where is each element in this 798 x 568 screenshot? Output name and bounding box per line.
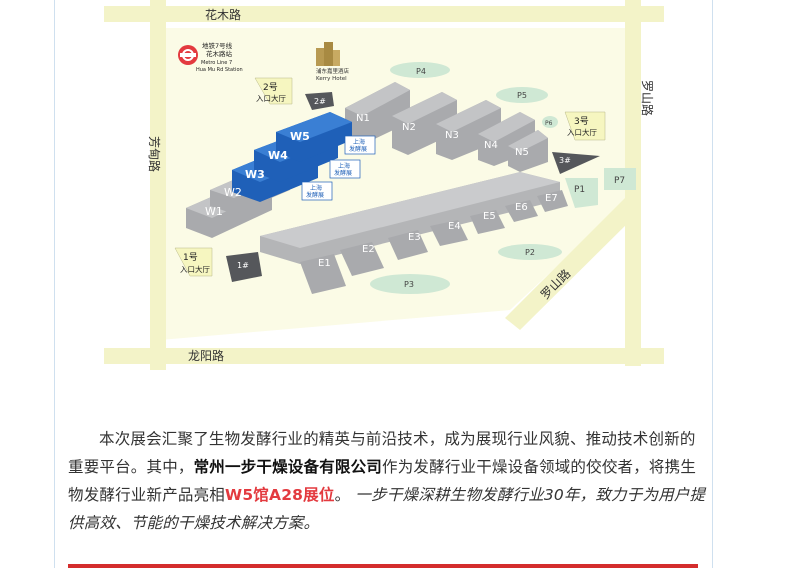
hall-w3: W3 xyxy=(245,168,265,181)
svg-text:上海: 上海 xyxy=(353,138,365,146)
parking-p4: P4 xyxy=(416,67,426,76)
road-label-west: 芳甸路 xyxy=(147,136,162,172)
hall-e3: E3 xyxy=(408,232,421,243)
svg-text:发酵展: 发酵展 xyxy=(306,191,324,199)
company-name: 常州一步干燥设备有限公司 xyxy=(193,458,383,476)
road-label-south: 龙阳路 xyxy=(188,348,224,363)
svg-text:发酵展: 发酵展 xyxy=(334,169,352,177)
entrance-2-badge: 2# xyxy=(314,97,326,106)
entrance-3-number: 3号 xyxy=(574,116,589,127)
hall-e7: E7 xyxy=(545,193,558,204)
hall-e1: E1 xyxy=(318,258,331,269)
road-label-north: 花木路 xyxy=(205,7,241,22)
hall-n3: N3 xyxy=(445,130,459,141)
text-intro: 本次展会汇聚了生物发酵行业的精英与前沿技术，成为展现行业风貌、推动技术创新的重要… xyxy=(68,430,696,476)
hall-n5: N5 xyxy=(515,147,529,158)
metro-station-cn: 花木路站 xyxy=(206,49,233,58)
entrance-2-label: 入口大厅 xyxy=(256,93,286,103)
text-middle: 作为发酵行业干燥设备领域的佼佼者，将携生物发酵行业新产品亮相 xyxy=(68,458,697,504)
entrance-3-badge: 3# xyxy=(559,156,571,165)
hall-n1: N1 xyxy=(356,113,370,124)
frame-left-border xyxy=(54,0,55,568)
entrance-3-block xyxy=(552,152,600,174)
section-divider-red xyxy=(68,564,698,568)
frame-right-border xyxy=(712,0,713,568)
north-halls xyxy=(345,82,548,172)
hall-e2: E2 xyxy=(362,244,375,255)
hotel-name-en: Kerry Hotel xyxy=(316,76,347,82)
metro-line-cn: 地铁7号线 xyxy=(202,41,233,50)
metro-station-en: Hua Mu Rd Station xyxy=(196,67,243,73)
entrance-1-badge: 1# xyxy=(237,261,249,270)
entrance-1-block xyxy=(226,252,262,282)
entrance-1-label: 入口大厅 xyxy=(180,264,210,274)
text-italic-tagline: 一步干燥深耕生物发酵行业30年，致力于为用户提供高效、节能的干燥技术解决方案。 xyxy=(68,486,706,532)
description-paragraph: 本次展会汇聚了生物发酵行业的精英与前沿技术，成为展现行业风貌、推动技术创新的重要… xyxy=(68,425,708,537)
expo-label-w4: 上海 发酵展 xyxy=(329,159,361,179)
road-network xyxy=(104,0,664,370)
svg-text:发酵展: 发酵展 xyxy=(349,145,367,153)
svg-text:上海: 上海 xyxy=(338,162,350,170)
text-period: 。 xyxy=(334,486,351,504)
hall-w5: W5 xyxy=(290,130,310,143)
parking-p7: P7 xyxy=(614,176,625,186)
metro-line-en: Metro Line 7 xyxy=(201,60,232,66)
hall-e6: E6 xyxy=(515,202,528,213)
hall-w2: W2 xyxy=(224,186,242,199)
expo-label-w5: 上海 发酵展 xyxy=(344,135,376,155)
booth-highlight: W5馆A28展位 xyxy=(225,486,335,504)
hall-e5: E5 xyxy=(483,211,496,222)
east-halls xyxy=(260,172,568,294)
road-label-east: 罗山路 xyxy=(640,80,655,116)
entrance-3-label: 入口大厅 xyxy=(567,127,597,137)
kerry-hotel-building-icon xyxy=(316,42,340,66)
parking-areas xyxy=(370,62,636,294)
expo-label-w3: 上海 发酵展 xyxy=(301,181,333,201)
parking-p6: P6 xyxy=(545,120,553,127)
hall-w1: W1 xyxy=(205,205,223,218)
parking-p5: P5 xyxy=(517,91,527,100)
hotel-name-cn: 浦东嘉里酒店 xyxy=(316,67,350,75)
hall-w4: W4 xyxy=(268,149,288,162)
parking-p2: P2 xyxy=(525,248,535,257)
west-halls xyxy=(186,112,352,238)
parking-p1: P1 xyxy=(574,185,585,195)
metro-station-logo: 地铁7号线 花木路站 Metro Line 7 Hua Mu Rd Statio… xyxy=(178,41,243,73)
entrance-2-block xyxy=(305,92,334,110)
parking-p3: P3 xyxy=(404,280,414,289)
entrance-1-number: 1号 xyxy=(183,252,198,263)
hall-n2: N2 xyxy=(402,122,416,133)
hall-n4: N4 xyxy=(484,140,498,151)
svg-text:上海: 上海 xyxy=(310,184,322,192)
venue-map: 花木路 龙阳路 芳甸路 罗山路 罗山路 地铁7号线 花木路站 Metro Lin… xyxy=(95,0,675,395)
entrance-2-number: 2号 xyxy=(263,82,278,93)
hall-e4: E4 xyxy=(448,221,461,232)
